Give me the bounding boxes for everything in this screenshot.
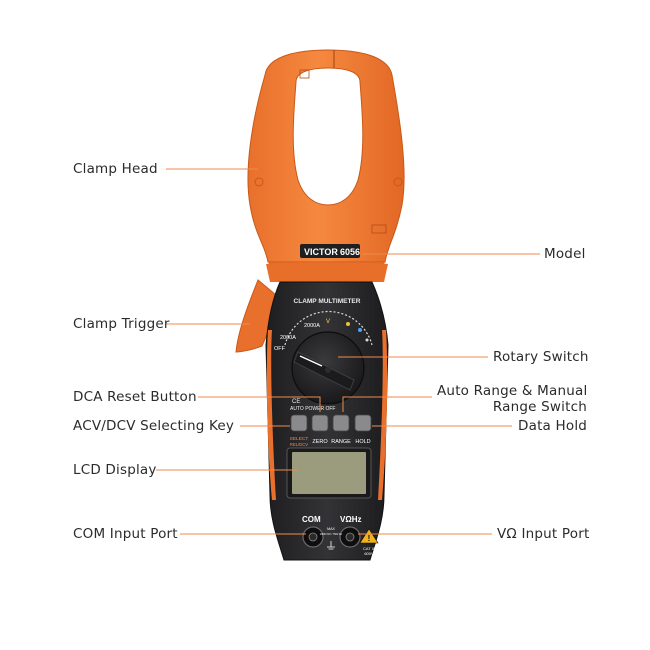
- auto-power-off-text: AUTO POWER OFF: [290, 406, 335, 412]
- label-com-port: COM Input Port: [73, 526, 178, 542]
- label-data-hold: Data Hold: [518, 418, 588, 434]
- label-auto-range-line2: Range Switch: [492, 399, 587, 415]
- cat-text: CAT III: [363, 546, 375, 551]
- port-v-label: VΩHz: [340, 515, 362, 524]
- brand-text: VICTOR: [304, 247, 338, 257]
- leader-lines: [156, 168, 540, 535]
- lcd-screen: [292, 452, 366, 494]
- label-clamp-trigger: Clamp Trigger: [73, 316, 170, 332]
- svg-text:!: !: [368, 534, 371, 543]
- model-number-text: 6056: [340, 247, 360, 257]
- leader-dca-reset: [198, 396, 321, 412]
- zero-button-label: ZERO: [312, 439, 328, 445]
- com-port-jack: [302, 526, 324, 548]
- label-clamp-head: Clamp Head: [73, 161, 158, 177]
- hold-button-label: HOLD: [355, 439, 370, 445]
- range-button-label: RANGE: [331, 439, 351, 445]
- label-auto-range-line1: Auto Range & Manual: [437, 383, 588, 399]
- panel-title: CLAMP MULTIMETER: [294, 298, 361, 305]
- cat-volts: 600V: [364, 551, 374, 556]
- max-values: 1000V DC / 750V AC: [320, 533, 343, 536]
- label-dca-reset: DCA Reset Button: [73, 389, 197, 405]
- label-model: Model: [544, 246, 586, 262]
- rotary-switch-knob: [291, 331, 365, 405]
- clamp-jaw: [247, 49, 405, 263]
- select-button-label: SELECT: [290, 436, 309, 442]
- vohm-port-jack: [339, 526, 361, 548]
- hold-button: HOLD: [354, 414, 372, 445]
- dial-v: V: [326, 319, 330, 325]
- port-com-label: COM: [302, 515, 321, 524]
- label-vohm-port: VΩ Input Port: [497, 526, 590, 542]
- max-text: MAX: [327, 527, 335, 531]
- dial-2000a-a: 2000A: [280, 335, 296, 341]
- dial-2000a-b: 2000A: [304, 323, 320, 329]
- label-lcd-display: LCD Display: [73, 462, 157, 478]
- clamp-trigger: [235, 279, 283, 353]
- model-plate: [300, 244, 360, 258]
- range-button: RANGE: [331, 414, 351, 445]
- zero-button: ZERO: [311, 414, 329, 445]
- dial-off: OFF: [274, 346, 286, 352]
- label-acv-dcv: ACV/DCV Selecting Key: [73, 418, 235, 434]
- label-rotary-switch: Rotary Switch: [493, 349, 589, 365]
- warning-triangle: [359, 528, 379, 544]
- select-button-sublabel: REL/DCV: [290, 442, 308, 447]
- select-button: SELECT REL/DCV: [290, 414, 309, 447]
- leader-auto-range: [342, 396, 432, 412]
- ce-mark: CE: [292, 399, 300, 405]
